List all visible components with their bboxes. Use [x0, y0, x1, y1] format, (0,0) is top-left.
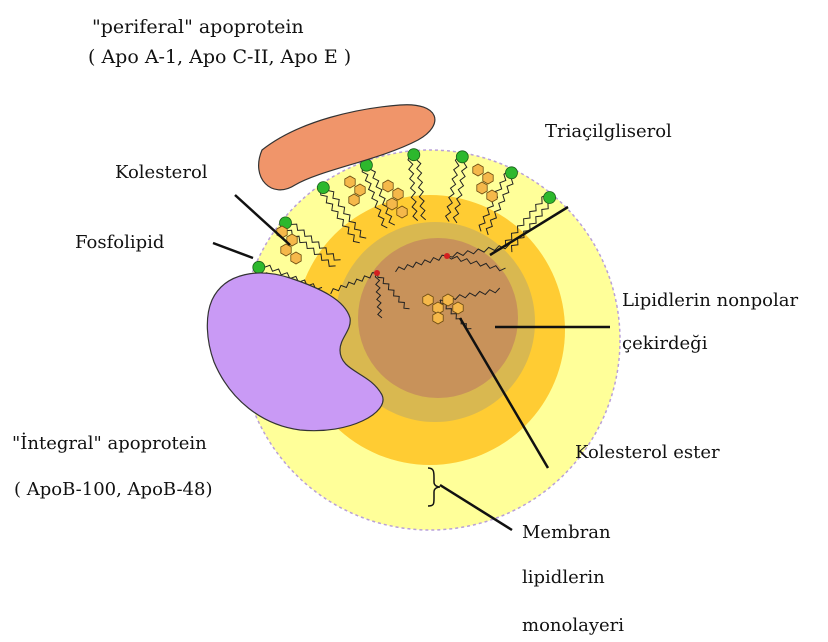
- sterol-ring: [393, 188, 403, 200]
- sterol-ring: [483, 172, 493, 184]
- leader-line-phospholipid: [213, 243, 253, 258]
- sterol-ring: [383, 180, 393, 192]
- sterol-ring: [291, 252, 301, 264]
- sterol-ring: [487, 190, 497, 202]
- monolayer-label-line2: lipidlerin: [522, 567, 605, 588]
- phospholipid-head: [544, 192, 556, 204]
- sterol-ring: [443, 294, 453, 306]
- cholesterol-label: Kolesterol: [115, 162, 208, 183]
- sterol-ring: [477, 182, 487, 194]
- triacylglycerol-label: Triaçilgliserol: [545, 121, 672, 142]
- phospholipid-head: [506, 167, 518, 179]
- sterol-ring: [453, 302, 463, 314]
- phospholipid-label: Fosfolipid: [75, 232, 164, 253]
- integral-apoprotein-title: "İntegral" apoprotein: [12, 431, 207, 454]
- monolayer-label-line3: monolayeri: [522, 615, 624, 636]
- peripheral-apoprotein-title: "periferal" apoprotein: [92, 16, 304, 38]
- nonpolar-core-label-line1: Lipidlerin nonpolar: [622, 290, 798, 311]
- monolayer-label-line1: Membran: [522, 522, 611, 543]
- phospholipid-head: [408, 149, 420, 161]
- phospholipid-head: [456, 151, 468, 163]
- ester-link-dot: [374, 270, 380, 276]
- sterol-ring: [397, 206, 407, 218]
- integral-apoprotein-list: ( ApoB-100, ApoB-48): [14, 479, 212, 500]
- sterol-ring: [387, 198, 397, 210]
- sterol-ring: [345, 176, 355, 188]
- sterol-ring: [281, 244, 291, 256]
- sterol-ring: [349, 194, 359, 206]
- sterol-ring: [433, 312, 443, 324]
- nonpolar-core-label-line2: çekirdeği: [622, 333, 708, 354]
- ester-link-dot: [444, 253, 450, 259]
- sterol-ring: [423, 294, 433, 306]
- phospholipid-head: [317, 182, 329, 194]
- cholesterol-ester-label: Kolesterol ester: [575, 442, 720, 463]
- sterol-ring: [473, 164, 483, 176]
- peripheral-apoprotein-list: ( Apo A-1, Apo C-II, Apo E ): [88, 46, 351, 68]
- sterol-ring: [355, 184, 365, 196]
- phospholipid-head: [253, 261, 265, 273]
